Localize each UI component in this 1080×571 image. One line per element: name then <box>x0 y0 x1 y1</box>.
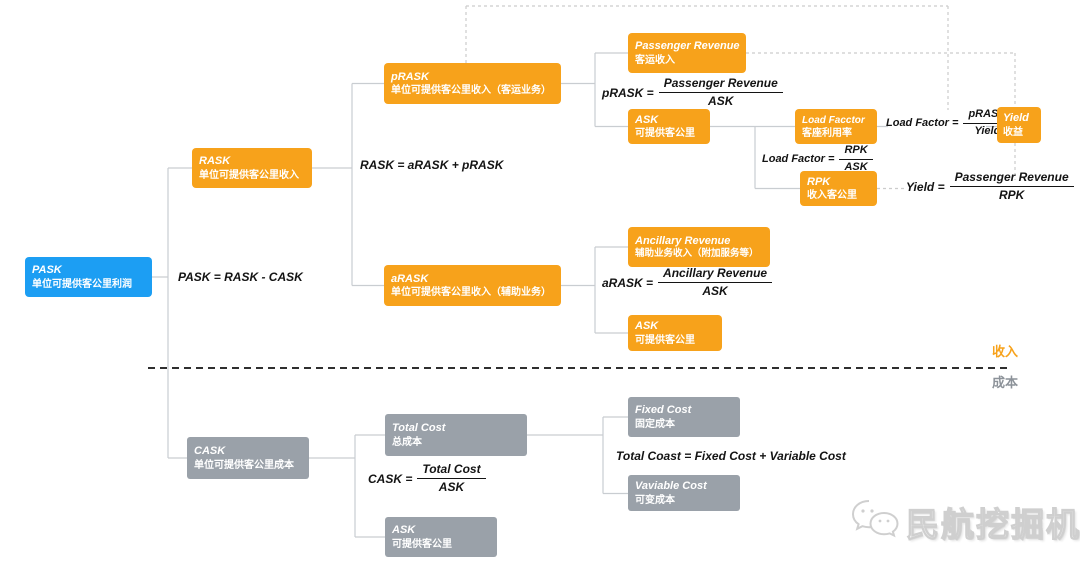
node-subtitle: 单位可提供客公里利润 <box>32 278 132 290</box>
node-ask-ancillary: ASK 可提供客公里 <box>628 315 722 351</box>
node-title: ASK <box>392 524 416 537</box>
node-subtitle: 可提供客公里 <box>635 334 695 346</box>
cost-section-label: 成本 <box>992 375 1019 390</box>
fraction-denominator: Yield <box>974 124 1001 137</box>
node-title: Yield <box>1003 112 1029 125</box>
dashed-reference-connectors <box>465 5 1016 190</box>
wechat-icon <box>850 496 900 547</box>
revenue-section-label: 收入 <box>992 344 1019 359</box>
fraction: pRASK Yield <box>963 108 1012 139</box>
node-subtitle: 可提供客公里 <box>635 128 695 140</box>
fraction: RPK ASK <box>839 144 873 175</box>
node-ask-cost: ASK 可提供客公里 <box>385 517 497 557</box>
fraction-numerator: pRASK <box>963 108 1012 124</box>
node-title: aRASK <box>391 272 429 285</box>
node-rpk: RPK 收入客公里 <box>800 171 877 206</box>
formula-lhs: Yield = <box>906 179 945 194</box>
fraction-denominator: ASK <box>438 480 465 494</box>
formula-text: Total Coast = Fixed Cost + Variable Cost <box>616 449 846 463</box>
node-pask: PASK 单位可提供客公里利润 <box>25 257 152 297</box>
node-subtitle: 单位可提供客公里成本 <box>194 459 294 471</box>
brand-watermark: 民航挖掘机 <box>850 496 1080 547</box>
node-title: RASK <box>199 155 231 168</box>
fraction-numerator: Total Cost <box>417 462 486 479</box>
formula-total-cost: Total Coast = Fixed Cost + Variable Cost <box>616 449 846 463</box>
fraction: Ancillary Revenue ASK <box>658 266 773 299</box>
formula-lhs: Load Factor = <box>886 117 959 130</box>
node-subtitle: 可提供客公里 <box>392 538 452 550</box>
node-subtitle: 单位可提供客公里收入 <box>199 169 299 181</box>
fraction-numerator: RPK <box>839 144 873 160</box>
fraction: Passenger Revenue RPK <box>949 170 1074 203</box>
formula-prask: pRASK = Passenger Revenue ASK <box>602 76 783 109</box>
node-subtitle: 收入客公里 <box>807 190 857 202</box>
node-passenger-revenue: Passenger Revenue 客运收入 <box>628 33 746 73</box>
formula-yield: Yield = Passenger Revenue RPK <box>906 170 1074 203</box>
node-title: Ancillary Revenue <box>635 234 731 247</box>
node-title: ASK <box>635 320 659 333</box>
fraction: Passenger Revenue ASK <box>658 76 783 109</box>
fraction: Total Cost ASK <box>417 462 486 495</box>
formula-lhs: aRASK = <box>602 275 654 290</box>
fraction-numerator: Passenger Revenue <box>658 76 783 93</box>
fraction-numerator: Passenger Revenue <box>949 170 1074 187</box>
formula-load-factor-rpk: Load Factor = RPK ASK <box>762 144 873 175</box>
node-subtitle: 单位可提供客公里收入（客运业务） <box>391 85 551 97</box>
node-subtitle: 客运收入 <box>635 54 675 66</box>
fraction-numerator: Ancillary Revenue <box>658 266 773 283</box>
fraction-denominator: ASK <box>702 284 728 298</box>
node-subtitle: 收益 <box>1003 126 1023 138</box>
node-variable-cost: Vaviable Cost 可变成本 <box>628 475 740 511</box>
node-subtitle: 辅助业务收入（附加服务等） <box>635 247 759 259</box>
node-subtitle: 固定成本 <box>635 418 675 430</box>
node-prask: pRASK 单位可提供客公里收入（客运业务） <box>384 63 561 104</box>
node-title: Total Cost <box>392 422 446 435</box>
formula-lhs: pRASK = <box>602 85 654 100</box>
formula-cask: CASK = Total Cost ASK <box>368 462 486 495</box>
formula-pask: PASK = RASK - CASK <box>178 270 303 284</box>
formula-text: PASK = RASK - CASK <box>178 270 303 284</box>
formula-lhs: CASK = <box>368 471 413 486</box>
node-ancillary-revenue: Ancillary Revenue 辅助业务收入（附加服务等） <box>628 227 770 267</box>
formula-text: RASK = aRASK + pRASK <box>360 158 504 172</box>
fraction-denominator: ASK <box>708 94 734 108</box>
node-title: CASK <box>194 445 226 458</box>
formula-arask: aRASK = Ancillary Revenue ASK <box>602 266 773 299</box>
node-title: Load Facctor <box>802 114 865 126</box>
node-title: PASK <box>32 264 62 277</box>
node-title: pRASK <box>391 70 429 83</box>
node-load-factor: Load Facctor 客座利用率 <box>795 109 877 144</box>
solid-connectors <box>152 52 997 538</box>
node-title: Passenger Revenue <box>635 40 740 53</box>
node-subtitle: 总成本 <box>392 436 422 448</box>
formula-rask: RASK = aRASK + pRASK <box>360 158 503 172</box>
node-yield: Yield 收益 <box>997 107 1041 143</box>
node-cask: CASK 单位可提供客公里成本 <box>187 437 309 479</box>
node-rask: RASK 单位可提供客公里收入 <box>192 148 312 188</box>
formula-lhs: Load Factor = <box>762 153 835 166</box>
node-subtitle: 客座利用率 <box>802 127 852 139</box>
node-subtitle: 可变成本 <box>635 494 675 506</box>
fraction-denominator: ASK <box>844 160 868 173</box>
node-ask-passenger: ASK 可提供客公里 <box>628 109 710 144</box>
formula-load-factor-yield: Load Factor = pRASK Yield <box>886 108 1012 139</box>
fraction-denominator: RPK <box>998 188 1025 202</box>
node-total-cost: Total Cost 总成本 <box>385 414 527 456</box>
brand-name: 民航挖掘机 <box>905 505 1080 543</box>
node-subtitle: 单位可提供客公里收入（辅助业务） <box>391 287 551 299</box>
node-title: ASK <box>635 113 659 126</box>
node-title: Fixed Cost <box>635 404 692 417</box>
node-arask: aRASK 单位可提供客公里收入（辅助业务） <box>384 265 561 306</box>
node-fixed-cost: Fixed Cost 固定成本 <box>628 397 740 437</box>
node-title: Vaviable Cost <box>635 480 707 493</box>
node-title: RPK <box>807 175 831 188</box>
